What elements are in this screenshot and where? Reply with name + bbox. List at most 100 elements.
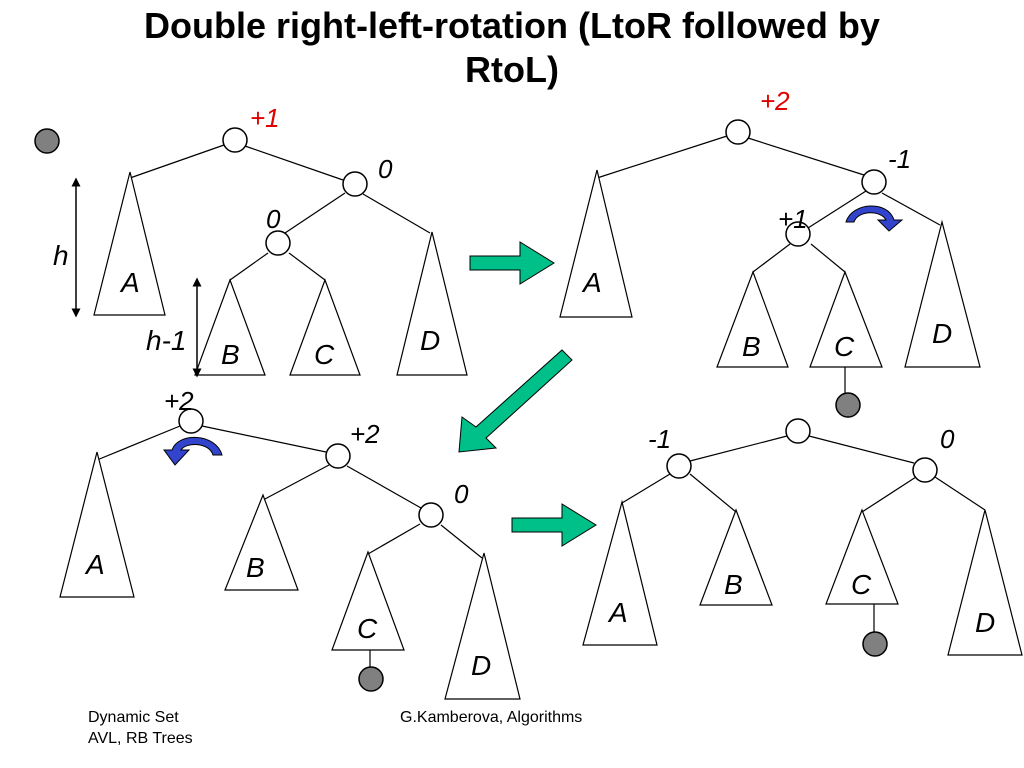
edge <box>346 465 422 509</box>
subtree-a-label: A <box>607 597 628 628</box>
right-balance: -1 <box>888 144 911 174</box>
inserted-node <box>835 392 861 418</box>
left-balance: -1 <box>648 424 671 454</box>
edge <box>440 524 483 559</box>
root-balance: +2 <box>164 386 194 416</box>
subtree-b <box>194 278 266 376</box>
root-node <box>785 418 811 444</box>
right-child-node <box>861 169 887 195</box>
edge <box>752 243 791 273</box>
footer-line-2: AVL, RB Trees <box>88 730 193 747</box>
inner-node <box>418 502 444 528</box>
panel-3-tree: +2 +2 0 A B C D <box>59 386 521 700</box>
panel-1-initial-tree: +1 0 0 h h-1 A B C D <box>34 103 468 378</box>
right-balance: 0 <box>940 424 955 454</box>
edge <box>861 476 917 513</box>
subtree-a <box>559 169 633 318</box>
subtree-c <box>289 278 361 376</box>
subtree-b <box>716 270 789 368</box>
inner-balance: +1 <box>778 204 808 234</box>
edge <box>747 137 865 176</box>
edge <box>96 425 181 461</box>
edge <box>808 435 915 464</box>
subtree-a <box>93 171 166 316</box>
rotate-right-arrow-icon <box>845 205 904 232</box>
title-line-2: RtoL) <box>465 49 559 90</box>
subtree-a <box>582 499 658 646</box>
right-child-node <box>912 457 938 483</box>
height-minus-label: h-1 <box>146 325 186 356</box>
panel-4-result-tree: -1 0 A B C D <box>582 418 1023 657</box>
edge <box>934 476 986 511</box>
footer-line-1: Dynamic Set <box>88 709 179 726</box>
edge <box>689 435 788 462</box>
height-label: h <box>53 240 69 271</box>
root-node <box>725 119 751 145</box>
subtree-b <box>224 493 299 591</box>
subtree-c-label: C <box>357 613 378 644</box>
left-child-node <box>666 453 692 479</box>
inner-balance: 0 <box>454 479 469 509</box>
transition-arrow-diagonal <box>458 349 573 453</box>
edge <box>807 190 867 229</box>
subtree-d <box>947 509 1023 656</box>
subtree-c <box>809 270 883 368</box>
edge <box>596 135 728 179</box>
subtree-b-label: B <box>246 552 265 583</box>
right-balance: +2 <box>350 419 380 449</box>
inserted-node <box>862 631 888 657</box>
subtree-d <box>396 231 468 376</box>
edge <box>810 243 846 273</box>
edge <box>284 192 346 234</box>
edge <box>689 473 737 513</box>
inner-node <box>785 221 811 247</box>
edge <box>262 464 330 501</box>
edge <box>881 192 941 226</box>
subtree-d-label: D <box>420 325 440 356</box>
subtree-b <box>699 508 773 606</box>
edge <box>288 252 326 281</box>
panel-2-tree: +2 -1 +1 A B C D <box>559 86 981 418</box>
slide-title: Double right-left-rotation (LtoR followe… <box>0 4 1024 92</box>
subtree-a-label: A <box>119 267 140 298</box>
inserted-node <box>358 666 384 692</box>
subtree-b-label: B <box>221 339 240 370</box>
root-balance: +1 <box>250 103 280 133</box>
right-child-node <box>342 171 368 197</box>
transition-arrow-right-1 <box>469 241 555 285</box>
right-balance: 0 <box>378 154 393 184</box>
subtree-b-label: B <box>742 331 761 362</box>
right-child-node <box>325 443 351 469</box>
edge <box>621 473 671 504</box>
edge <box>367 523 421 555</box>
inner-node <box>265 230 291 256</box>
inner-balance: 0 <box>266 204 281 234</box>
transition-arrow-right-2 <box>511 503 597 547</box>
subtree-c <box>331 550 405 651</box>
edge <box>362 193 431 234</box>
subtree-d-label: D <box>932 318 952 349</box>
subtree-d-label: D <box>471 650 491 681</box>
root-node <box>222 127 248 153</box>
subtree-d-label: D <box>975 607 995 638</box>
edge <box>129 144 225 179</box>
subtree-a-label: A <box>84 549 105 580</box>
edge <box>201 425 327 453</box>
edge <box>229 252 269 281</box>
subtree-b-label: B <box>724 569 743 600</box>
subtree-d <box>444 552 521 700</box>
root-node <box>178 408 204 434</box>
root-balance: +2 <box>760 86 790 116</box>
edge <box>244 145 344 181</box>
subtree-d <box>904 219 981 368</box>
subtree-c-label: C <box>851 569 872 600</box>
footer-author: G.Kamberova, Algorithms <box>400 709 583 726</box>
subtree-c-label: C <box>834 331 855 362</box>
subtree-a-label: A <box>581 267 602 298</box>
subtree-a <box>59 451 135 598</box>
subtree-c-label: C <box>314 339 335 370</box>
title-line-1: Double right-left-rotation (LtoR followe… <box>144 5 880 46</box>
inserted-node <box>34 128 60 154</box>
footer-course-info: Dynamic Set AVL, RB Trees <box>88 707 193 749</box>
